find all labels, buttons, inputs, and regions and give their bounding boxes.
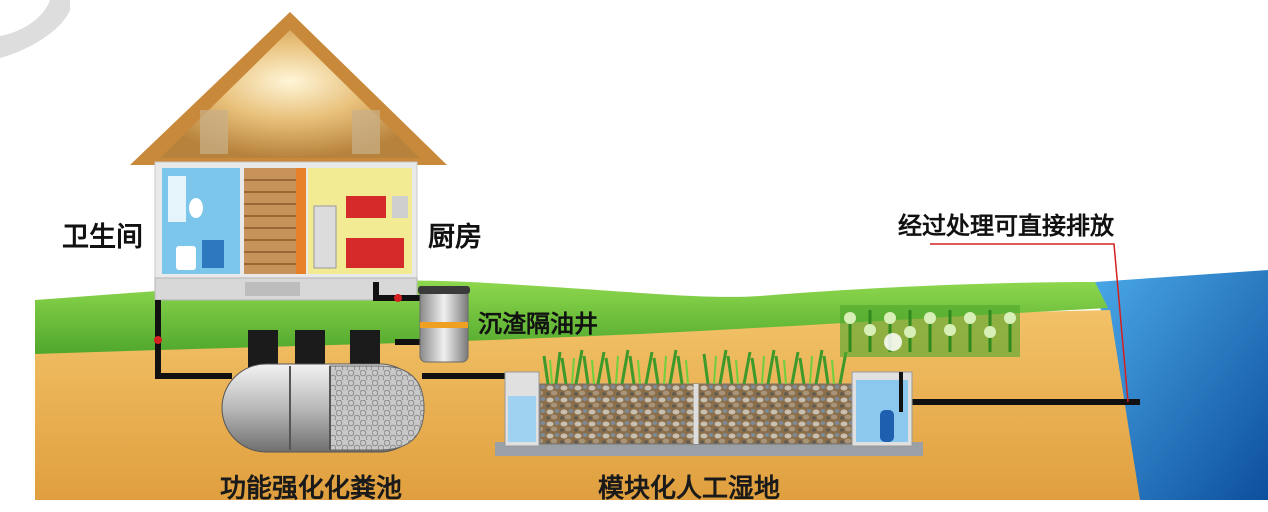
discharge-leader-line — [930, 243, 1129, 403]
house — [130, 12, 447, 301]
grease-well-label: 沉渣隔油井 — [478, 310, 598, 338]
staircase — [244, 168, 296, 274]
wetland-label: 模块化人工湿地 — [598, 474, 781, 504]
discharge-label: 经过处理可直接排放 — [898, 212, 1114, 240]
house-attic — [160, 30, 420, 158]
constructed-wetland — [495, 349, 923, 456]
river-water — [1095, 270, 1268, 500]
pipe-network — [155, 282, 1140, 405]
grease-trap-well — [418, 286, 470, 363]
corner-logo-fragment — [0, 0, 70, 58]
irrigation-field — [840, 305, 1020, 357]
bathroom-label: 卫生间 — [62, 222, 143, 253]
kitchen-label: 厨房 — [428, 222, 482, 253]
septic-tank-label: 功能强化化粪池 — [220, 474, 403, 504]
septic-tank — [221, 330, 425, 453]
